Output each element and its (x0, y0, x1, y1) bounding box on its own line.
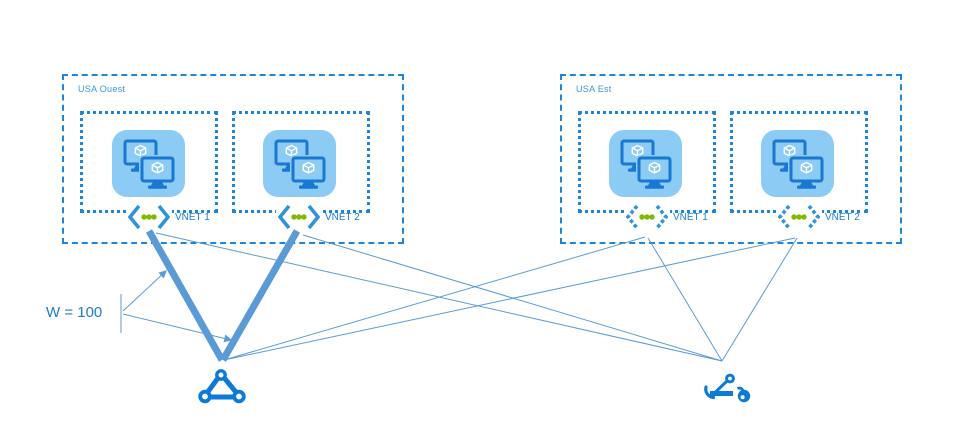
route-gateway-icon (704, 373, 751, 403)
vm-tile (609, 130, 682, 197)
vm-tile (761, 130, 834, 197)
vm-tile (112, 130, 185, 197)
network-triangle-icon (198, 369, 246, 404)
vnet-icon (276, 203, 322, 231)
virtual-machines-icon (772, 139, 825, 189)
virtual-machines-icon (274, 139, 327, 189)
region-label: USA Ouest (78, 84, 126, 94)
hub-east (697, 371, 753, 405)
vnet-label: VNET 2 (825, 212, 860, 223)
weight-annotation: W = 100 (46, 304, 103, 321)
virtual-machines-icon (123, 139, 176, 189)
vnet-icon (624, 203, 670, 231)
vnet-label: VNET 1 (673, 212, 708, 223)
vm-tile (263, 130, 336, 197)
vnet-icon (126, 203, 172, 231)
hub-west (195, 367, 249, 405)
vnet-label: VNET 2 (325, 212, 360, 223)
vnet-icon (776, 203, 822, 231)
vnet-label: VNET 1 (175, 212, 210, 223)
virtual-machines-icon (620, 139, 673, 189)
region-label: USA Est (576, 84, 612, 94)
